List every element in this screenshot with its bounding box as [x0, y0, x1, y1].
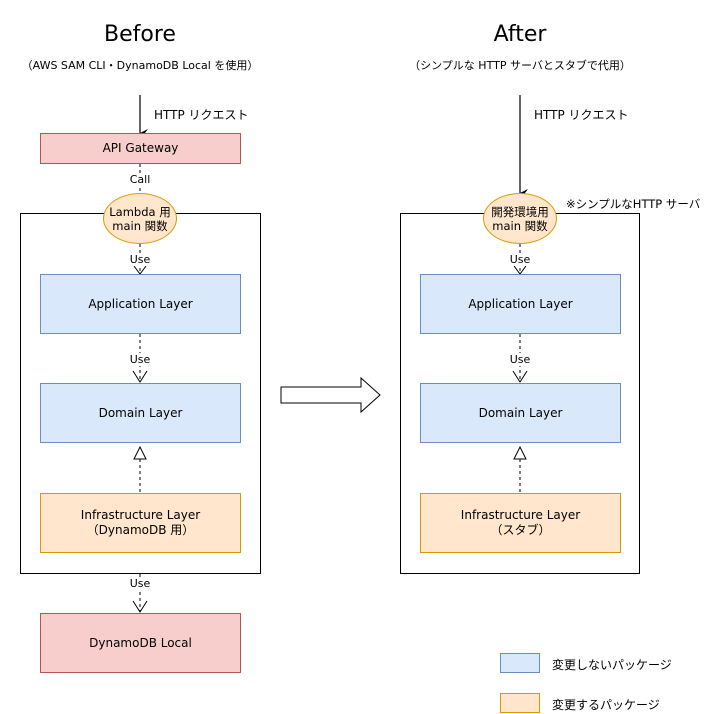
- before-title: Before: [104, 22, 176, 47]
- lambda-main-line2: main 関数: [112, 218, 168, 233]
- before-use1-label: Use: [128, 253, 152, 266]
- before-use2-arrowhead: [132, 370, 148, 383]
- after-use2-label: Use: [508, 353, 532, 366]
- lambda-main-oval: Lambda 用 main 関数: [103, 193, 177, 244]
- after-infra-line2: （スタブ）: [490, 523, 551, 537]
- before-domain-layer: Domain Layer: [40, 383, 241, 443]
- after-use2-arrowhead: [512, 370, 528, 383]
- before-use3-arrowhead: [132, 600, 148, 613]
- legend-unchanged-swatch: [500, 653, 540, 673]
- before-subtitle: （AWS SAM CLI・DynamoDB Local を使用）: [21, 59, 259, 72]
- after-domain-layer: Domain Layer: [420, 383, 621, 443]
- after-infrastructure-layer: Infrastructure Layer （スタブ）: [420, 493, 621, 553]
- http-server-note: ※シンプルなHTTP サーバ: [566, 197, 701, 211]
- dev-main-line2: main 関数: [492, 218, 548, 233]
- dev-main-line1: 開発環境用: [491, 204, 549, 219]
- transition-arrow: [280, 376, 381, 414]
- before-infrastructure-layer: Infrastructure Layer （DynamoDB 用）: [40, 493, 241, 553]
- before-use2-label: Use: [128, 353, 152, 366]
- legend-unchanged-label: 変更しないパッケージ: [552, 658, 672, 672]
- before-call-label: Call: [128, 173, 152, 186]
- dynamodb-local-box: DynamoDB Local: [40, 613, 241, 673]
- legend-changed-label: 変更するパッケージ: [552, 698, 660, 712]
- dev-main-oval: 開発環境用 main 関数: [483, 193, 557, 244]
- api-gateway-box: API Gateway: [40, 133, 241, 164]
- before-application-layer: Application Layer: [40, 274, 241, 334]
- after-impl-triangle: [513, 445, 527, 460]
- before-impl-triangle: [133, 445, 147, 460]
- after-application-layer: Application Layer: [420, 274, 621, 334]
- after-use1-label: Use: [508, 253, 532, 266]
- after-title: After: [493, 22, 547, 47]
- lambda-main-line1: Lambda 用: [109, 204, 171, 219]
- before-request-label: HTTP リクエスト: [154, 108, 249, 122]
- before-infra-line1: Infrastructure Layer: [80, 508, 201, 522]
- legend-changed-swatch: [500, 693, 540, 713]
- after-infra-line1: Infrastructure Layer: [460, 508, 581, 522]
- after-request-label: HTTP リクエスト: [534, 108, 629, 122]
- before-infra-line2: （DynamoDB 用）: [86, 523, 195, 537]
- before-use3-label: Use: [128, 577, 152, 590]
- after-subtitle: （シンプルな HTTP サーバとスタブで代用）: [409, 59, 631, 72]
